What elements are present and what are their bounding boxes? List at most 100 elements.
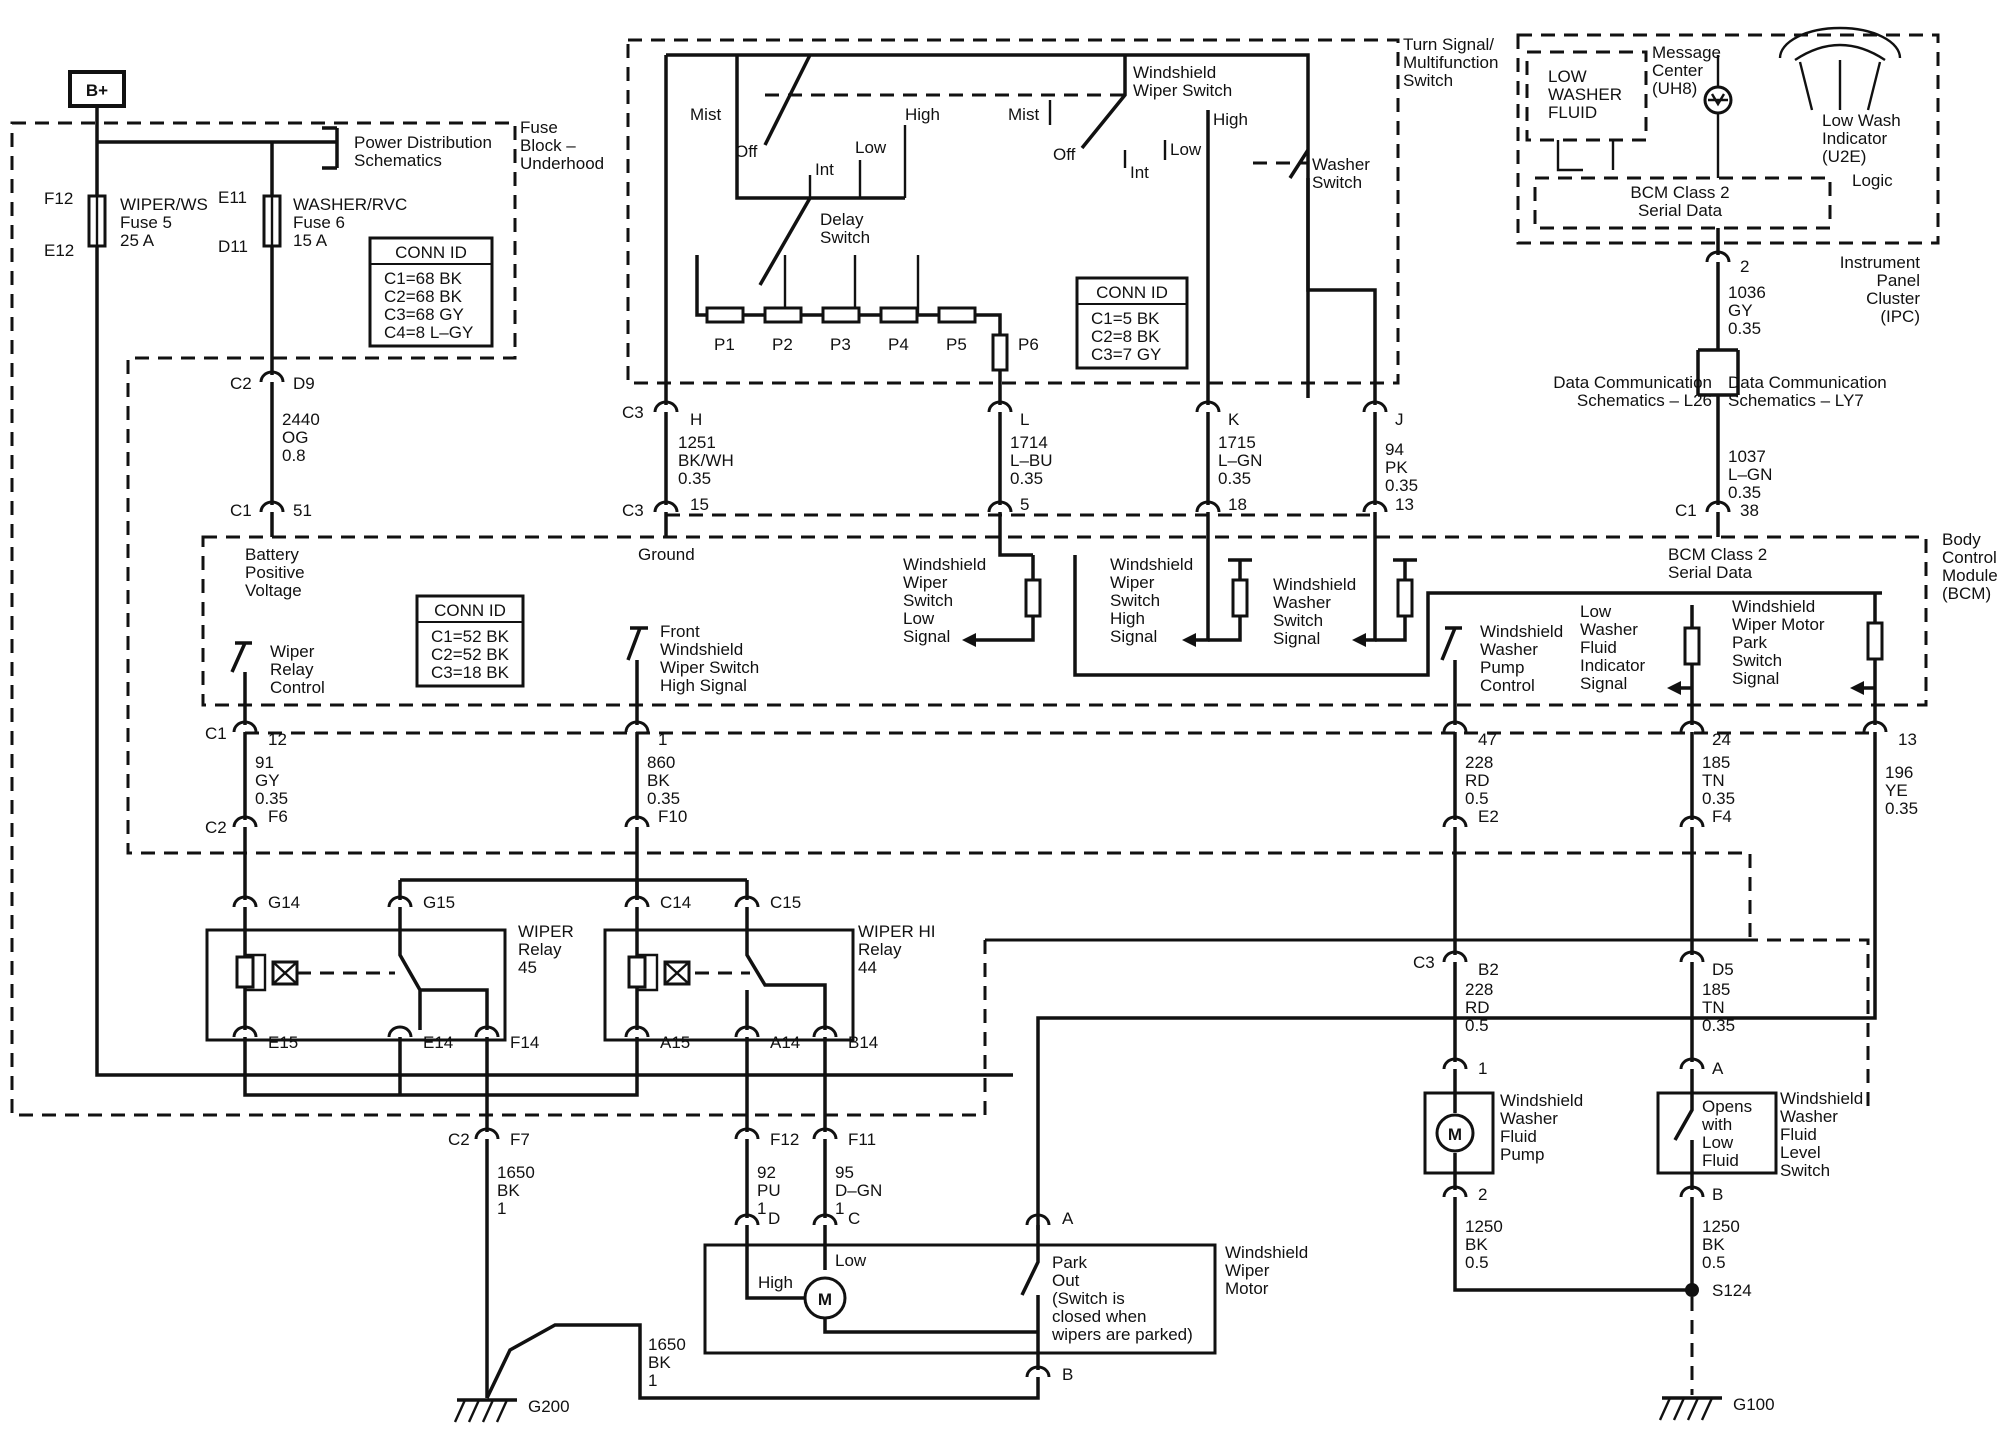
label-line: 1250 (1465, 1217, 1503, 1236)
label-line: E2 (1478, 807, 1499, 826)
label-line: Signal (1580, 674, 1627, 693)
label-line: F12 (44, 189, 73, 208)
resistor (821, 306, 861, 324)
label-line: YE (1885, 781, 1908, 800)
logic-label: Logic (1852, 171, 1893, 190)
label: Mist (1008, 105, 1039, 124)
label-line: 2 (1478, 1185, 1487, 1204)
motor-letter: M (818, 1290, 832, 1309)
label-line: Signal (1110, 627, 1157, 646)
ground-hatch (1700, 1397, 1714, 1421)
label-line: Wiper (270, 642, 315, 661)
resistor (705, 306, 745, 324)
conn-id-line: C4=8 L–GY (384, 323, 473, 342)
conn-id-line: C1=5 BK (1091, 309, 1160, 328)
label: F14 (510, 1033, 539, 1052)
relay-contacts (398, 907, 489, 1030)
harness-to-relays (243, 827, 1694, 955)
label-line: S124 (1712, 1281, 1752, 1300)
label: 1 (658, 730, 667, 749)
label-line: Pump (1480, 658, 1524, 677)
label-line: E12 (44, 241, 74, 260)
connector (1679, 950, 1705, 963)
conn-id-line: C3=68 GY (384, 305, 464, 324)
connector (1442, 720, 1468, 733)
label-line: A14 (770, 1033, 800, 1052)
label-line: K (1228, 410, 1240, 429)
label-line: Windshield (1110, 555, 1193, 574)
label-line: Int (1130, 163, 1149, 182)
ground-hatch (467, 1399, 481, 1423)
label: C15 (770, 893, 801, 912)
label-line: Motor (1225, 1279, 1269, 1298)
label-line: Battery (245, 545, 299, 564)
label-line: Signal (903, 627, 950, 646)
conn-id-frame (368, 236, 494, 348)
label-line: Washer (1580, 620, 1638, 639)
connector (1442, 815, 1468, 828)
label-line: Data Communication (1728, 373, 1887, 392)
label-line: 0.5 (1465, 1253, 1489, 1272)
pump-switch-feeds (1453, 962, 1694, 1062)
relay-outputs (485, 1037, 827, 1132)
label-line: B (1062, 1365, 1073, 1384)
label-line: 0.5 (1702, 1253, 1726, 1272)
label-line: 0.5 (1465, 789, 1489, 808)
label-line: Message (1652, 43, 1721, 62)
connector (624, 720, 650, 733)
label-line: Fuse 5 (120, 213, 172, 232)
label-line: Front (660, 622, 700, 641)
label-line: F10 (658, 807, 687, 826)
label: B14 (848, 1033, 878, 1052)
connector (232, 815, 258, 828)
label-line: LOW (1548, 67, 1587, 86)
label: D11 (218, 237, 248, 256)
label-line: Signal (1732, 669, 1779, 688)
ground-hatch (481, 1399, 495, 1423)
connector (624, 1025, 650, 1038)
label: 12 (268, 730, 287, 749)
label-line: 0.35 (647, 789, 680, 808)
label-line: Signal (1273, 629, 1320, 648)
label-line: C2 (205, 818, 227, 837)
label-line: High (758, 1273, 793, 1292)
label: D (768, 1209, 780, 1228)
connector (1362, 400, 1388, 413)
resistor (1024, 578, 1042, 618)
label-line: 1 (648, 1371, 657, 1390)
label: E14 (423, 1033, 453, 1052)
label-line: PU (757, 1181, 781, 1200)
label-line: Body (1942, 530, 1981, 549)
label-line: WIPER (518, 922, 574, 941)
label: C2 (230, 374, 252, 393)
label-line: Mist (690, 105, 721, 124)
label-line: Wiper (1110, 573, 1155, 592)
label: 47 (1478, 730, 1497, 749)
connector (1679, 1185, 1705, 1198)
high-driver-switch (626, 626, 648, 661)
label-line: Opens (1702, 1097, 1752, 1116)
arrow-left-icon (1182, 633, 1196, 647)
label-line: Control (1942, 548, 1997, 567)
label: C2 (448, 1130, 470, 1149)
label-line: F12 (770, 1130, 799, 1149)
park-switch (1020, 1225, 1040, 1332)
label-line: TN (1702, 998, 1725, 1017)
label-line: 12 (268, 730, 287, 749)
connector (812, 1213, 838, 1226)
delay-taps (783, 255, 920, 315)
label-line: Ground (638, 545, 695, 564)
